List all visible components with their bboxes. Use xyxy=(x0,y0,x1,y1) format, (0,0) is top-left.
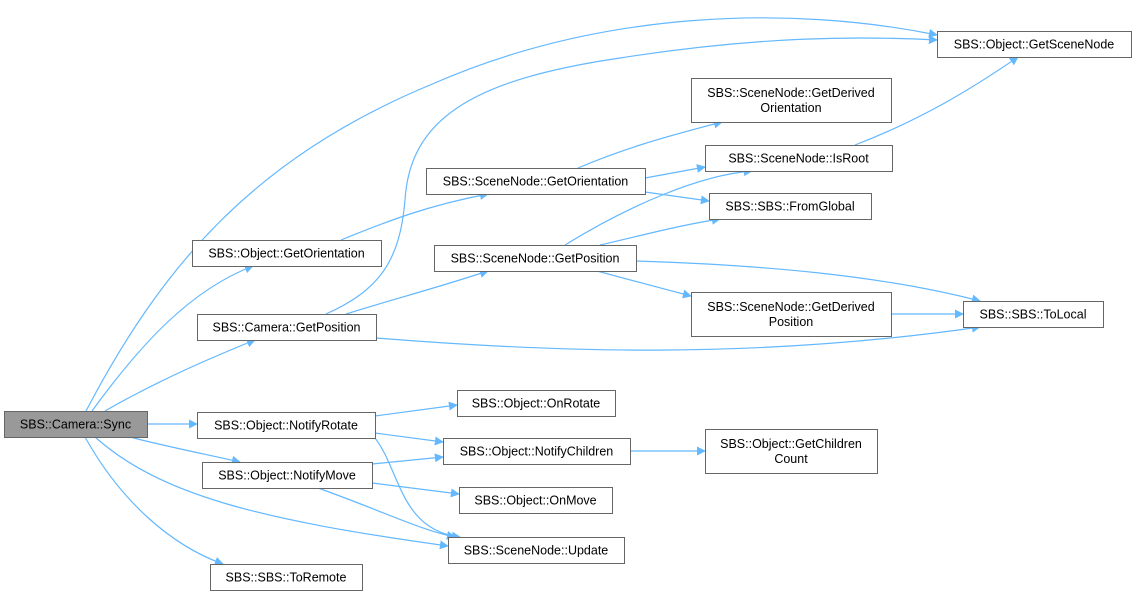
node-cam-getposition[interactable]: SBS::Camera::GetPosition xyxy=(197,314,377,341)
node-label: SBS::Object::OnRotate xyxy=(472,397,601,411)
edge-sn-getorientation-to-sn-getderivedorientation xyxy=(577,119,723,169)
node-label: SBS::SceneNode::IsRoot xyxy=(728,152,869,166)
node-box xyxy=(459,487,613,514)
node-label: SBS::Object::NotifyRotate xyxy=(214,419,358,433)
node-label: SBS::SBS::ToRemote xyxy=(226,571,347,585)
node-sbs-tolocal[interactable]: SBS::SBS::ToLocal xyxy=(963,301,1104,328)
edge-sync-to-obj-notifymove xyxy=(129,436,241,465)
edge-sn-getposition-to-sn-getderivedposition xyxy=(596,270,692,299)
node-box xyxy=(197,412,376,439)
node-obj-getorientation[interactable]: SBS::Object::GetOrientation xyxy=(192,240,382,267)
node-label: SBS::SBS::FromGlobal xyxy=(725,200,854,214)
node-obj-notifyrotate[interactable]: SBS::Object::NotifyRotate xyxy=(197,412,376,439)
node-label: Orientation xyxy=(760,101,821,115)
edge-sn-getposition-to-sbs-tolocal xyxy=(635,260,981,304)
edge-sn-isroot-to-obj-getscenenode xyxy=(854,56,1019,146)
node-sn-update[interactable]: SBS::SceneNode::Update xyxy=(448,537,625,564)
node-label: SBS::Camera::GetPosition xyxy=(213,321,361,335)
node-label: SBS::SceneNode::GetOrientation xyxy=(443,175,629,189)
node-label: SBS::SceneNode::GetDerived xyxy=(707,300,874,314)
node-label: SBS::Object::NotifyMove xyxy=(218,469,356,483)
node-label: SBS::Object::NotifyChildren xyxy=(460,445,614,459)
node-obj-notifymove[interactable]: SBS::Object::NotifyMove xyxy=(202,462,373,489)
edge-sync-to-obj-getscenenode xyxy=(85,17,938,412)
edge-cam-getposition-to-sn-getposition xyxy=(345,269,489,315)
edge-obj-getorientation-to-sn-getorientation xyxy=(340,191,489,241)
node-box xyxy=(457,390,616,417)
node-label: Count xyxy=(774,452,808,466)
node-box xyxy=(937,31,1132,58)
node-sn-getorientation[interactable]: SBS::SceneNode::GetOrientation xyxy=(426,168,646,195)
node-label: SBS::SBS::ToLocal xyxy=(979,308,1086,322)
edge-obj-notifyrotate-to-sn-update xyxy=(374,437,461,541)
edge-sn-getposition-to-sn-isroot xyxy=(564,167,753,246)
edge-obj-notifyrotate-to-obj-notifychildren xyxy=(374,432,444,446)
edge-sync-to-cam-getposition xyxy=(104,338,256,412)
node-sbs-toremote[interactable]: SBS::SBS::ToRemote xyxy=(210,564,363,591)
node-box xyxy=(691,78,892,123)
edges-layer xyxy=(84,17,1019,566)
node-box xyxy=(709,193,872,220)
node-box xyxy=(963,301,1104,328)
node-box xyxy=(691,292,892,337)
node-obj-getscenenode[interactable]: SBS::Object::GetSceneNode xyxy=(937,31,1132,58)
edge-sn-getorientation-to-sbs-fromglobal xyxy=(644,191,710,205)
nodes-layer: SBS::Camera::Sync SBS::Object::GetSceneNo… xyxy=(4,31,1132,591)
node-box xyxy=(197,314,377,341)
edge-sn-getposition-to-sbs-fromglobal xyxy=(599,215,721,246)
node-box xyxy=(705,429,878,474)
node-box xyxy=(434,245,637,272)
node-label: SBS::SceneNode::GetDerived xyxy=(707,86,874,100)
node-label: SBS::Camera::Sync xyxy=(20,418,131,432)
edge-sn-getorientation-to-sn-isroot xyxy=(644,164,706,179)
node-label: SBS::Object::OnMove xyxy=(474,494,596,508)
node-obj-onmove[interactable]: SBS::Object::OnMove xyxy=(459,487,613,514)
node-sync[interactable]: SBS::Camera::Sync xyxy=(4,411,148,438)
node-sn-getposition[interactable]: SBS::SceneNode::GetPosition xyxy=(434,245,637,272)
node-box xyxy=(448,537,625,564)
node-box xyxy=(705,145,893,172)
node-box xyxy=(210,564,363,591)
edge-obj-notifymove-to-obj-onmove xyxy=(371,482,460,498)
node-obj-onrotate[interactable]: SBS::Object::OnRotate xyxy=(457,390,616,417)
node-box xyxy=(202,462,373,489)
node-label: SBS::SceneNode::GetPosition xyxy=(451,252,620,266)
edge-sync-to-obj-getorientation xyxy=(91,264,254,412)
node-label: SBS::SceneNode::Update xyxy=(464,544,609,558)
node-label: SBS::Object::GetSceneNode xyxy=(954,38,1115,52)
node-sn-isroot[interactable]: SBS::SceneNode::IsRoot xyxy=(705,145,893,172)
node-obj-notifychildren[interactable]: SBS::Object::NotifyChildren xyxy=(443,438,631,465)
edge-cam-getposition-to-obj-getscenenode xyxy=(325,35,938,315)
edge-obj-notifyrotate-to-obj-onrotate xyxy=(374,401,458,417)
edge-sync-to-sn-update xyxy=(94,436,449,550)
node-box xyxy=(192,240,382,267)
edge-obj-notifymove-to-obj-notifychildren xyxy=(371,453,444,465)
node-label: SBS::Object::GetOrientation xyxy=(208,247,364,261)
edge-obj-notifymove-to-sn-update xyxy=(317,487,456,540)
edge-cam-getposition-to-sbs-tolocal xyxy=(375,323,981,351)
node-label: Position xyxy=(769,315,814,329)
node-box xyxy=(443,438,631,465)
node-sbs-fromglobal[interactable]: SBS::SBS::FromGlobal xyxy=(709,193,872,220)
node-box xyxy=(4,411,148,438)
node-label: SBS::Object::GetChildren xyxy=(720,437,862,451)
node-box xyxy=(426,168,646,195)
edge-sync-to-sbs-toremote xyxy=(84,436,224,566)
